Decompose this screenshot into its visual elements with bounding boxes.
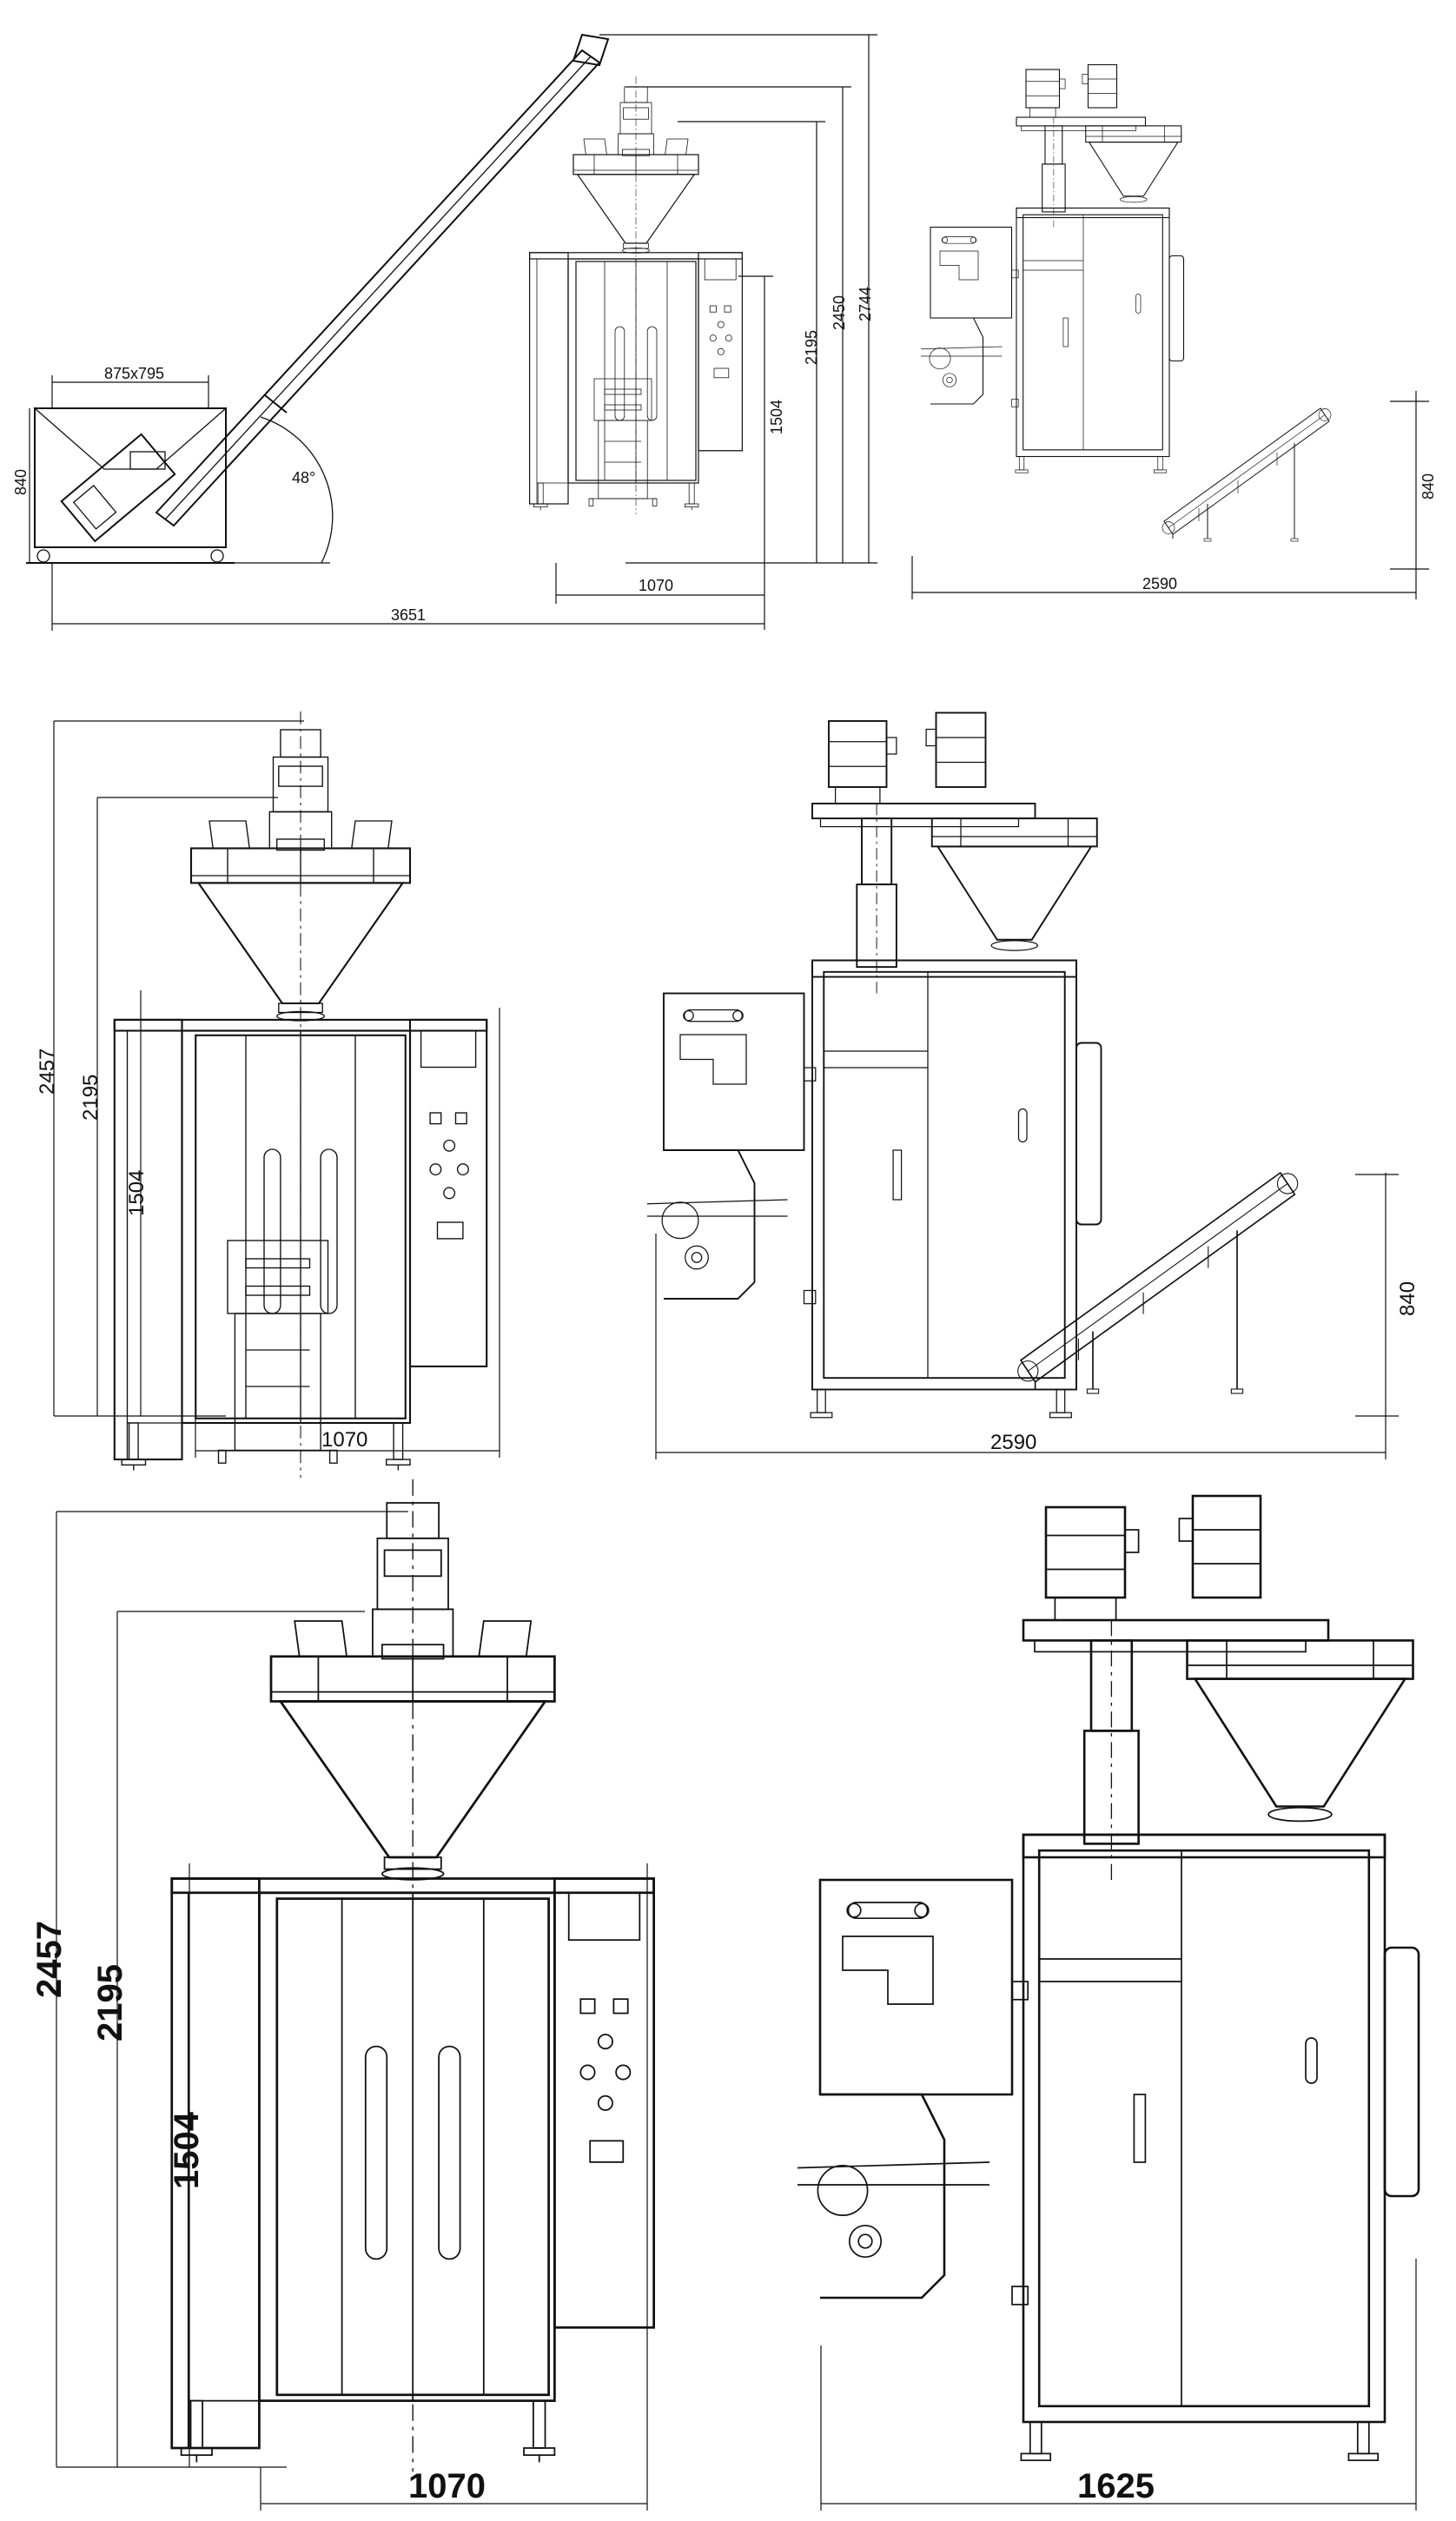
dim-2195-label: 2195 [803,330,820,365]
dim-1504-label: 1504 [168,2111,206,2189]
width-label: 1070 [639,577,673,594]
middle-right-side-view: 2590 840 [646,711,1420,1459]
bottom-right-side-view: 1625 [796,1494,1420,2511]
width-label: 1625 [1077,2467,1155,2505]
height-label: 840 [1420,473,1437,500]
dim-2195-label: 2195 [79,1075,103,1121]
hopper-height-label: 840 [12,469,30,495]
length-label: 2590 [990,1431,1036,1454]
packing-machine-small [530,76,743,514]
top-right-side-view: 2590 840 [911,63,1437,599]
dim-2195-label: 2195 [91,1964,129,2041]
height-label: 840 [1396,1281,1420,1316]
total-length-label: 3651 [391,606,426,624]
angle-label: 48° [292,469,315,486]
top-left-elevation-view: 48° 875x795 840 1504 2195 2450 2744 1070 [12,33,877,631]
dim-2450-label: 2450 [831,295,848,330]
bottom-left-front-view: 2457 2195 1504 1070 [30,1478,655,2511]
dim-2457-label: 2457 [36,1049,59,1095]
dim-1504-label: 1504 [768,400,785,434]
width-label: 1070 [321,1428,367,1452]
dim-1504-label: 1504 [125,1170,149,1216]
dim-2744-label: 2744 [857,287,874,321]
footprint-label: 875x795 [104,365,164,382]
dim-2457-label: 2457 [30,1921,69,1998]
middle-left-front-view: 2457 2195 1504 1070 [36,711,500,1478]
feed-hopper-frame [34,407,227,548]
width-label: 1070 [408,2467,486,2505]
length-label: 2590 [1142,575,1177,592]
